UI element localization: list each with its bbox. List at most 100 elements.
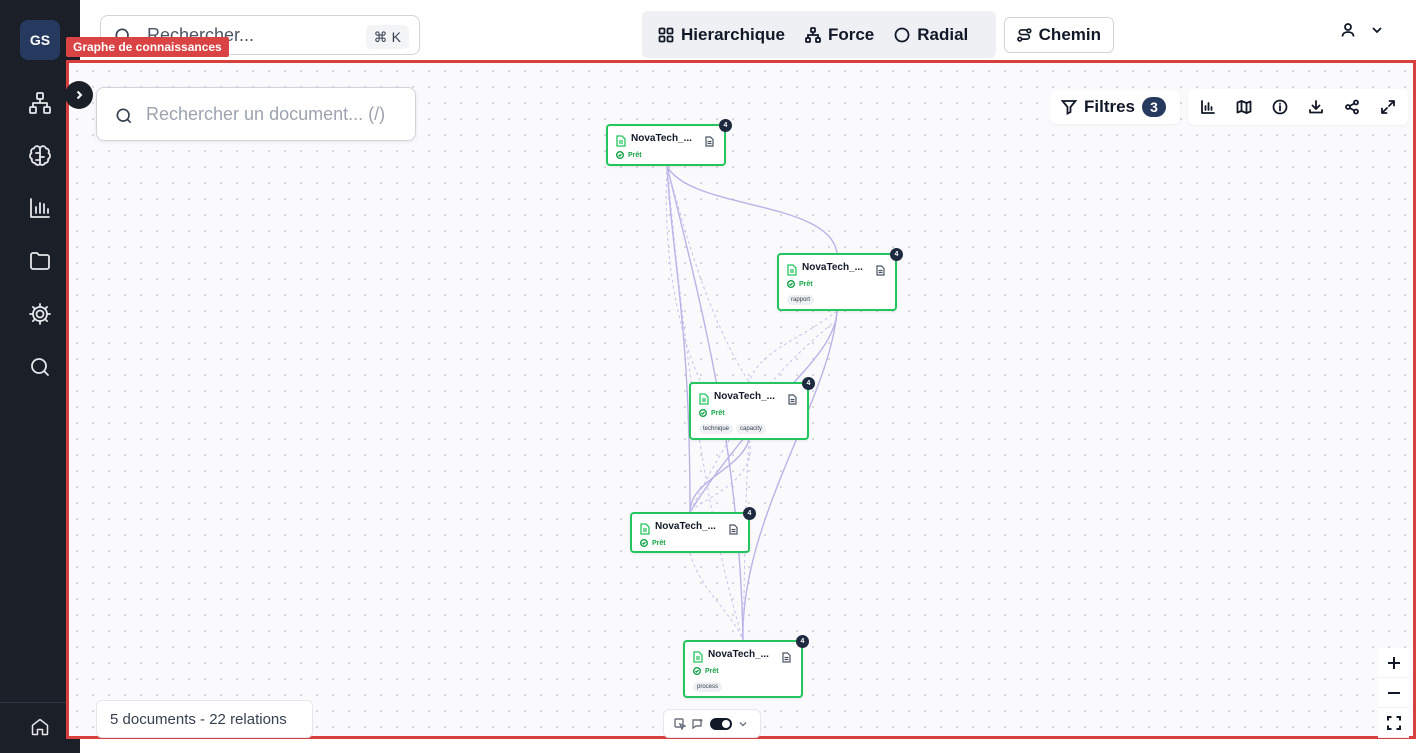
document-icon	[640, 522, 650, 535]
graph-node[interactable]: NovaTech_... Prêt technique capacity 4	[689, 377, 815, 440]
node-title: NovaTech_...	[802, 262, 863, 273]
info-icon[interactable]	[1270, 97, 1290, 117]
fullscreen-icon	[1386, 715, 1401, 730]
home-icon[interactable]	[24, 711, 56, 743]
zoom-controls	[1378, 648, 1409, 738]
layout-radial-label: Radial	[917, 24, 969, 44]
node-status-label: Prêt	[705, 667, 719, 675]
node-count-badge: 4	[796, 635, 809, 648]
user-menu[interactable]	[1340, 22, 1384, 38]
download-icon[interactable]	[1306, 97, 1326, 117]
layout-hierarchique-button[interactable]: Hierarchique	[648, 17, 795, 52]
shortcut-key: K	[391, 29, 401, 45]
network-icon	[805, 26, 821, 43]
fit-view-button[interactable]	[1378, 708, 1409, 738]
node-count-badge: 4	[890, 248, 903, 261]
node-title: NovaTech_...	[631, 133, 692, 144]
grid-icon	[658, 27, 674, 42]
panel-toggle-button[interactable]	[65, 81, 93, 109]
node-status-label: Prêt	[652, 539, 666, 547]
mode-switch[interactable]	[710, 717, 732, 730]
filter-icon	[1061, 100, 1077, 115]
minus-icon	[1387, 691, 1400, 694]
document-icon	[699, 392, 709, 405]
node-status-label: Prêt	[711, 409, 725, 417]
node-title: NovaTech_...	[655, 521, 716, 532]
node-status: Prêt	[693, 667, 719, 675]
node-count-badge: 4	[719, 119, 732, 132]
path-button[interactable]: Chemin	[1004, 17, 1114, 53]
node-title: NovaTech_...	[714, 391, 775, 402]
chevron-down-icon	[739, 721, 747, 726]
file-icon[interactable]	[788, 392, 797, 410]
path-button-label: Chemin	[1038, 25, 1101, 44]
node-status-label: Prêt	[628, 151, 642, 159]
map-icon[interactable]	[1234, 97, 1254, 117]
zoom-out-button[interactable]	[1378, 678, 1409, 708]
comment-add-icon	[692, 718, 703, 729]
node-status: Prêt	[616, 151, 642, 159]
filters-count-badge: 3	[1142, 97, 1167, 117]
layout-radial-button[interactable]: Radial	[884, 17, 978, 52]
check-circle-icon	[640, 539, 648, 547]
node-count-badge: 4	[802, 377, 815, 390]
layout-hierarchique-label: Hierarchique	[681, 24, 785, 44]
node-status: Prêt	[787, 280, 813, 288]
file-icon[interactable]	[782, 650, 791, 668]
layout-switcher: Hierarchique Force Radial	[642, 11, 996, 58]
file-icon[interactable]	[705, 134, 714, 152]
command-key: ⌘	[373, 28, 388, 45]
hierarchy-icon[interactable]	[24, 87, 56, 119]
brain-icon[interactable]	[24, 140, 56, 172]
node-status-label: Prêt	[799, 280, 813, 288]
document-search-input[interactable]: Rechercher un document... (/)	[96, 87, 416, 141]
graph-frame-label: Graphe de connaissances	[66, 37, 229, 57]
node-tags: process	[693, 682, 723, 692]
document-icon	[787, 263, 797, 276]
layout-force-button[interactable]: Force	[795, 17, 884, 52]
folder-icon[interactable]	[24, 245, 56, 277]
search-icon[interactable]	[24, 351, 56, 383]
check-circle-icon	[616, 151, 624, 159]
stats-icon[interactable]	[1198, 97, 1218, 117]
filters-button[interactable]: Filtres 3	[1050, 90, 1180, 124]
search-icon	[116, 108, 132, 124]
graph-node[interactable]: NovaTech_... Prêt 4	[606, 119, 732, 166]
share-icon[interactable]	[1342, 97, 1362, 117]
node-tag: rapport	[787, 295, 815, 305]
document-icon	[693, 650, 703, 663]
layout-force-label: Force	[827, 24, 875, 44]
chevron-down-icon	[1372, 27, 1382, 34]
expand-icon[interactable]	[1378, 97, 1398, 117]
interaction-mode-toggle[interactable]	[663, 709, 761, 738]
chevron-right-icon	[76, 90, 83, 100]
select-icon	[674, 717, 686, 730]
document-icon	[616, 134, 626, 147]
check-circle-icon	[699, 409, 707, 417]
node-tag: process	[693, 682, 723, 692]
sidebar-divider	[0, 702, 80, 703]
graph-node[interactable]: NovaTech_... Prêt rapport 4	[777, 248, 903, 311]
node-status: Prêt	[640, 539, 666, 547]
node-tag: capacity	[736, 424, 767, 434]
bar-chart-icon[interactable]	[24, 192, 56, 224]
graph-node[interactable]: NovaTech_... Prêt 4	[630, 507, 756, 553]
file-icon[interactable]	[876, 263, 885, 281]
file-icon[interactable]	[729, 522, 738, 540]
check-circle-icon	[693, 667, 701, 675]
graph-node[interactable]: NovaTech_... Prêt process 4	[683, 635, 809, 698]
document-search-placeholder: Rechercher un document... (/)	[146, 104, 386, 124]
node-tag: technique	[699, 424, 734, 434]
node-tags: technique capacity	[699, 424, 767, 434]
gear-icon[interactable]	[24, 298, 56, 330]
route-icon	[1017, 28, 1032, 42]
node-status: Prêt	[699, 409, 725, 417]
plus-icon	[1387, 656, 1400, 669]
graph-stats: 5 documents - 22 relations	[96, 700, 313, 738]
app-logo[interactable]: GS	[20, 20, 60, 60]
node-title: NovaTech_...	[708, 649, 769, 660]
check-circle-icon	[787, 280, 795, 288]
zoom-in-button[interactable]	[1378, 648, 1409, 678]
circle-icon	[894, 27, 910, 42]
node-count-badge: 4	[743, 507, 756, 520]
